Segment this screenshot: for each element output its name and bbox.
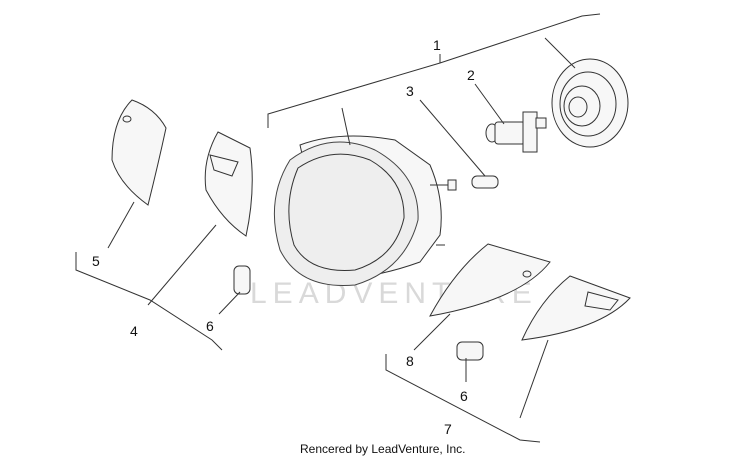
lens-part-5 bbox=[107, 99, 167, 249]
bulb-part-6-right bbox=[456, 341, 484, 382]
callout-1: 1 bbox=[433, 37, 441, 53]
bulb-part-2 bbox=[474, 83, 547, 153]
socket-cover bbox=[544, 37, 629, 148]
headlight-assembly bbox=[273, 107, 457, 287]
turn-signal-part-4 bbox=[147, 131, 253, 306]
footer-credit: Rencered by LeadVenture, Inc. bbox=[300, 442, 465, 456]
bulb-part-6-left bbox=[218, 265, 251, 315]
bracket-1 bbox=[267, 13, 601, 128]
bracket-7 bbox=[385, 354, 541, 443]
callout-6-left: 6 bbox=[206, 318, 214, 334]
callout-2: 2 bbox=[467, 67, 475, 83]
callout-4: 4 bbox=[130, 323, 138, 339]
turn-signal-part-7 bbox=[519, 275, 631, 419]
lens-part-8 bbox=[413, 243, 551, 351]
bracket-4 bbox=[75, 252, 223, 351]
callout-8: 8 bbox=[406, 353, 414, 369]
callout-5: 5 bbox=[92, 253, 100, 269]
small-bulb-part-3 bbox=[419, 99, 499, 189]
callout-3: 3 bbox=[406, 83, 414, 99]
callout-7: 7 bbox=[444, 421, 452, 437]
callout-6-right: 6 bbox=[460, 388, 468, 404]
